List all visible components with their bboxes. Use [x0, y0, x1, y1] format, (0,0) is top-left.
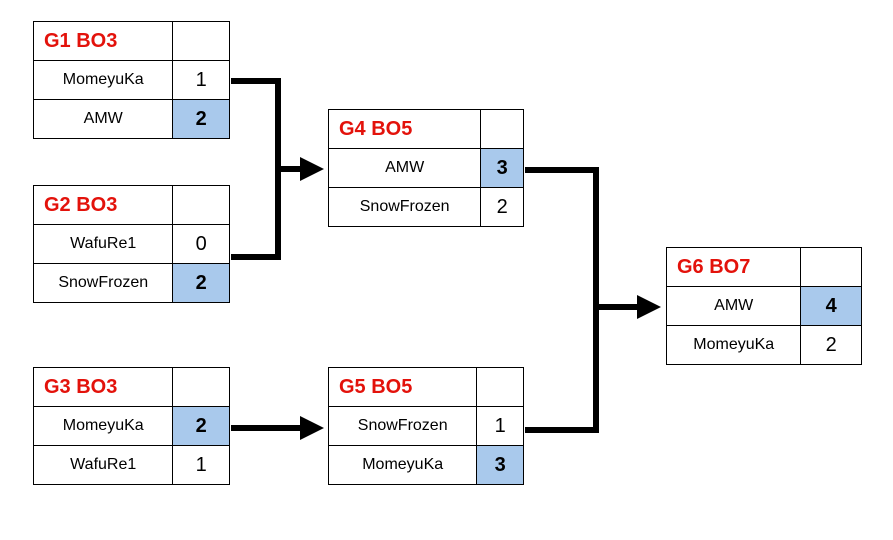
match-title: G2 BO3 [32, 185, 174, 225]
team-name: MomeyuKa [32, 406, 174, 446]
team-score-winner: 2 [172, 263, 230, 303]
title-blank-cell [480, 109, 524, 149]
match-g5: G5 BO5 SnowFrozen 1 MomeyuKa 3 [327, 367, 524, 485]
team-name: SnowFrozen [32, 263, 174, 303]
match-title: G1 BO3 [32, 21, 174, 61]
team-score: 0 [172, 224, 230, 264]
team-name: MomeyuKa [327, 445, 478, 485]
match-g3: G3 BO3 MomeyuKa 2 WafuRe1 1 [32, 367, 230, 485]
match-title: G3 BO3 [32, 367, 174, 407]
connector-g4-g5-line [525, 167, 599, 433]
team-score-winner: 4 [800, 286, 862, 326]
team-score: 1 [172, 445, 230, 485]
match-g1: G1 BO3 MomeyuKa 1 AMW 2 [32, 21, 230, 139]
team-name: SnowFrozen [327, 406, 478, 446]
team-score: 2 [800, 325, 862, 365]
team-name: WafuRe1 [32, 224, 174, 264]
match-g6: G6 BO7 AMW 4 MomeyuKa 2 [665, 247, 862, 365]
title-blank-cell [476, 367, 524, 407]
team-score-winner: 2 [172, 99, 230, 139]
team-name: SnowFrozen [327, 187, 482, 227]
team-name: AMW [32, 99, 174, 139]
team-name: MomeyuKa [32, 60, 174, 100]
team-score: 2 [480, 187, 524, 227]
title-blank-cell [800, 247, 862, 287]
match-title: G6 BO7 [665, 247, 802, 287]
team-score-winner: 3 [480, 148, 524, 188]
team-name: WafuRe1 [32, 445, 174, 485]
connector-g1-line [231, 78, 281, 260]
match-title: G5 BO5 [327, 367, 478, 407]
match-g2: G2 BO3 WafuRe1 0 SnowFrozen 2 [32, 185, 230, 303]
title-blank-cell [172, 185, 230, 225]
match-g4: G4 BO5 AMW 3 SnowFrozen 2 [327, 109, 524, 227]
team-score-winner: 2 [172, 406, 230, 446]
team-name: MomeyuKa [665, 325, 802, 365]
team-name: AMW [327, 148, 482, 188]
match-title: G4 BO5 [327, 109, 482, 149]
team-score-winner: 3 [476, 445, 524, 485]
title-blank-cell [172, 21, 230, 61]
title-blank-cell [172, 367, 230, 407]
